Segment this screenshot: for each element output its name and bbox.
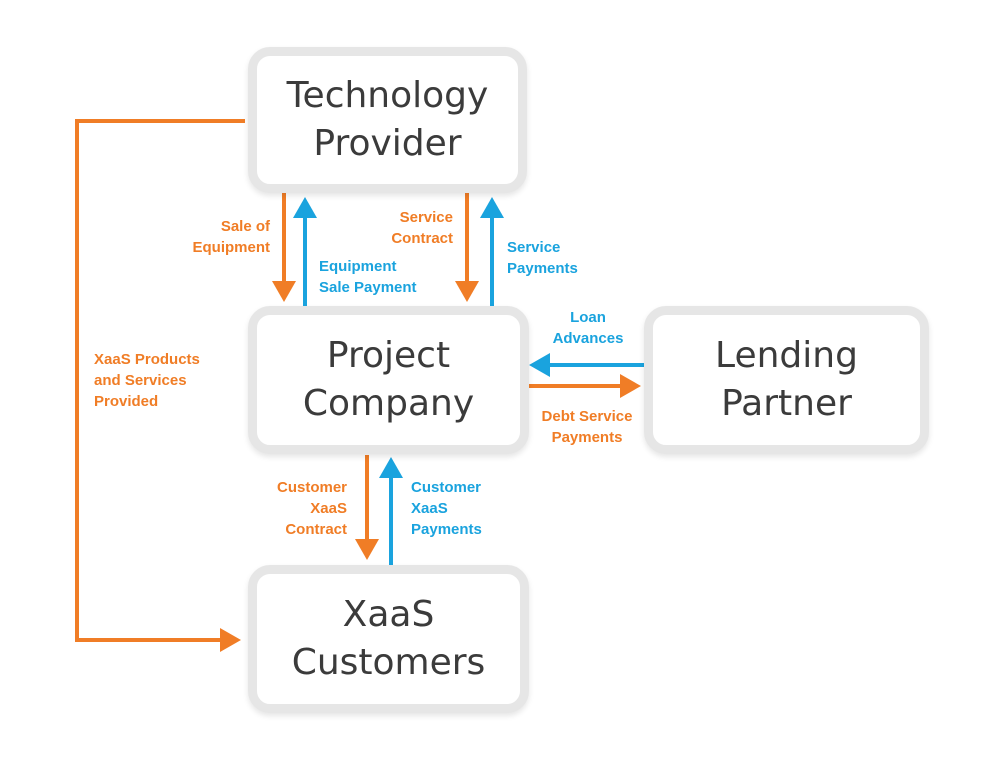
customer-xaas-payments-line1: Customer: [411, 479, 482, 496]
service-contract-line1: Service: [399, 209, 453, 226]
debt-service-payments-label: Debt Service Payments: [532, 406, 642, 448]
customer-xaas-contract-line3: Contract: [285, 521, 347, 538]
sale-of-equipment-line2: Equipment: [192, 239, 271, 256]
xaas-customers-line1: XaaS: [342, 594, 435, 635]
project-company-box: Project Company: [248, 306, 529, 454]
customer-xaas-contract-arrow: [355, 455, 379, 560]
loan-advances-line1: Loan: [570, 309, 606, 326]
service-payments-arrow: [480, 197, 504, 306]
service-payments-label: Service Payments: [507, 237, 578, 279]
debt-service-payments-line1: Debt Service: [541, 408, 633, 425]
debt-service-payments-arrow: [529, 374, 641, 398]
customer-xaas-contract-line2: XaaS: [310, 500, 347, 517]
sale-of-equipment-arrow: [272, 193, 296, 302]
customer-xaas-contract-label: Customer XaaS Contract: [277, 477, 347, 540]
customer-xaas-payments-line3: Payments: [411, 521, 482, 538]
lending-partner-box: Lending Partner: [644, 306, 929, 454]
equipment-sale-payment-label: Equipment Sale Payment: [319, 256, 417, 298]
project-company-line2: Company: [302, 383, 475, 424]
debt-service-payments-line2: Payments: [551, 429, 623, 446]
loan-advances-line2: Advances: [552, 330, 624, 347]
sale-of-equipment-line1: Sale of: [220, 218, 270, 235]
technology-provider-line1: Technology: [286, 75, 489, 116]
customer-xaas-payments-label: Customer XaaS Payments: [411, 477, 482, 540]
customer-xaas-payments-line2: XaaS: [411, 500, 448, 517]
technology-provider-line2: Provider: [313, 123, 462, 164]
customer-xaas-payments-arrow: [379, 457, 403, 565]
equipment-sale-payment-arrow: [293, 197, 317, 306]
xaas-products-arrow: [75, 119, 245, 652]
xaas-products-line3: Provided: [94, 393, 159, 410]
service-contract-arrow: [455, 193, 479, 302]
lending-partner-line1: Lending: [715, 335, 858, 376]
equipment-sale-payment-line2: Sale Payment: [319, 279, 417, 296]
service-payments-line1: Service: [507, 239, 561, 256]
service-contract-line2: Contract: [391, 230, 453, 247]
technology-provider-box: Technology Provider: [248, 47, 527, 193]
xaas-customers-line2: Customers: [291, 642, 486, 683]
sale-of-equipment-label: Sale of Equipment: [193, 216, 271, 258]
lending-partner-line2: Partner: [721, 383, 852, 424]
customer-xaas-contract-line1: Customer: [276, 479, 347, 496]
service-payments-line2: Payments: [507, 260, 578, 277]
xaas-products-line1: XaaS Products: [94, 351, 200, 368]
service-contract-label: Service Contract: [391, 207, 453, 249]
loan-advances-label: Loan Advances: [542, 307, 634, 349]
project-company-line1: Project: [326, 335, 451, 376]
xaas-products-label: XaaS Products and Services Provided: [94, 349, 200, 412]
xaas-customers-box: XaaS Customers: [248, 565, 529, 713]
xaas-products-line2: and Services: [94, 372, 187, 389]
equipment-sale-payment-line1: Equipment: [319, 258, 397, 275]
loan-advances-arrow: [529, 353, 644, 377]
